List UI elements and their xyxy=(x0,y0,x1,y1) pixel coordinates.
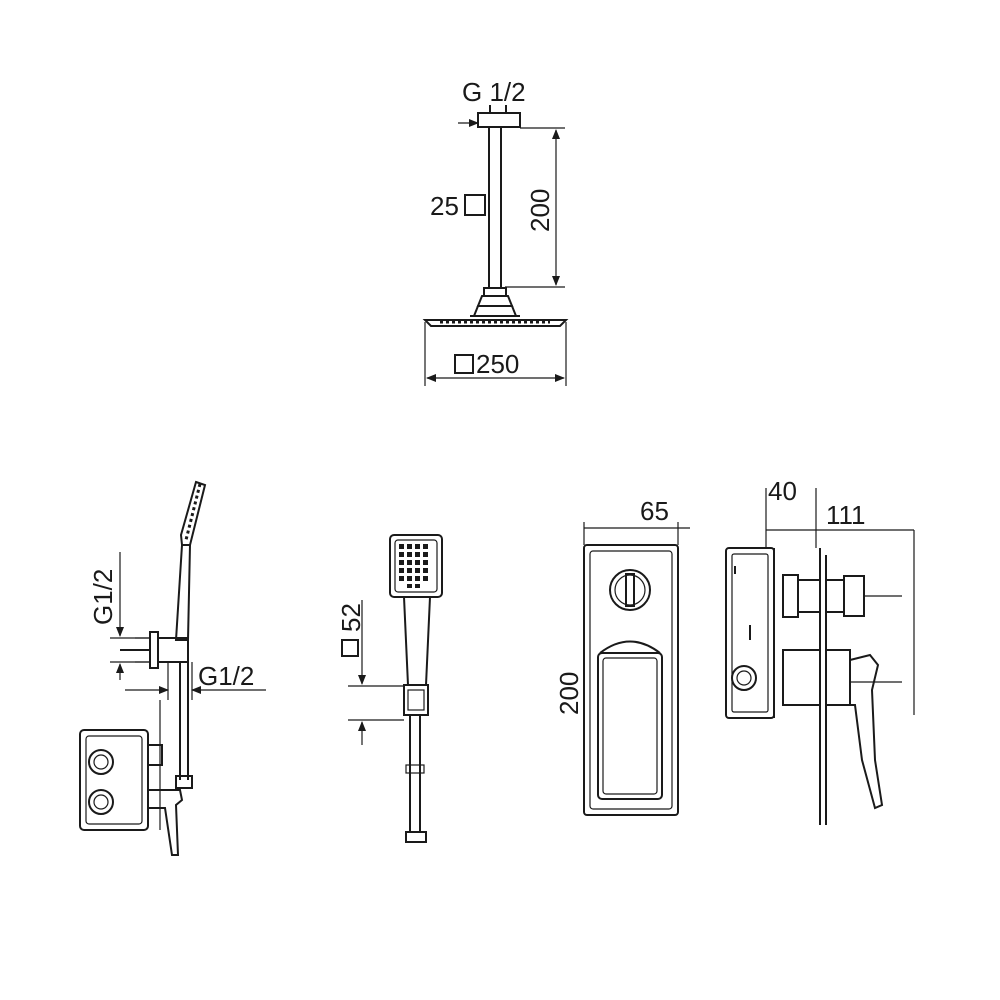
holder-size-label: 52 xyxy=(336,603,366,632)
outlet-port xyxy=(88,789,114,815)
holder-bracket xyxy=(157,637,189,663)
shower-head xyxy=(422,319,569,327)
arm-section-label: 25 xyxy=(430,191,459,221)
side-view-assembly: G1/2 G1/2 xyxy=(79,480,266,856)
total-depth-label: 111 xyxy=(826,500,866,530)
outlet-port xyxy=(88,749,114,775)
outlet-port xyxy=(731,665,757,691)
head-size-label: 250 xyxy=(476,349,519,379)
plate-height-label: 200 xyxy=(554,672,584,715)
depth-label: 40 xyxy=(768,476,797,506)
lever-handle xyxy=(597,652,663,800)
concealed-box xyxy=(79,729,149,831)
diverter-knob xyxy=(609,569,651,611)
cover-plate xyxy=(583,544,679,816)
ceiling-flange xyxy=(477,112,521,128)
lower-thread-label: G1/2 xyxy=(198,661,254,691)
mixer-side-section: 40 111 xyxy=(725,476,915,825)
plate-width-label: 65 xyxy=(640,496,669,526)
mixer-lever xyxy=(849,653,884,810)
diverter-knob xyxy=(843,575,865,617)
upper-thread-label: G1/2 xyxy=(88,569,118,625)
square-symbol-icon xyxy=(454,354,474,374)
square-symbol-icon xyxy=(341,639,359,657)
mixer-lever xyxy=(147,789,184,856)
square-symbol-icon xyxy=(464,194,486,216)
front-plate: 65 200 xyxy=(554,496,690,816)
arm-length-label: 200 xyxy=(525,189,555,232)
nozzle-grid xyxy=(399,544,428,588)
holder-bracket xyxy=(403,684,429,716)
overhead-shower: G 1/2 25 200 250 xyxy=(422,77,569,386)
hand-shower-front: 52 xyxy=(336,534,443,843)
hand-shower-handle xyxy=(174,544,192,641)
thread-size-label: G 1/2 xyxy=(462,77,526,107)
hand-shower-handle xyxy=(402,596,432,686)
